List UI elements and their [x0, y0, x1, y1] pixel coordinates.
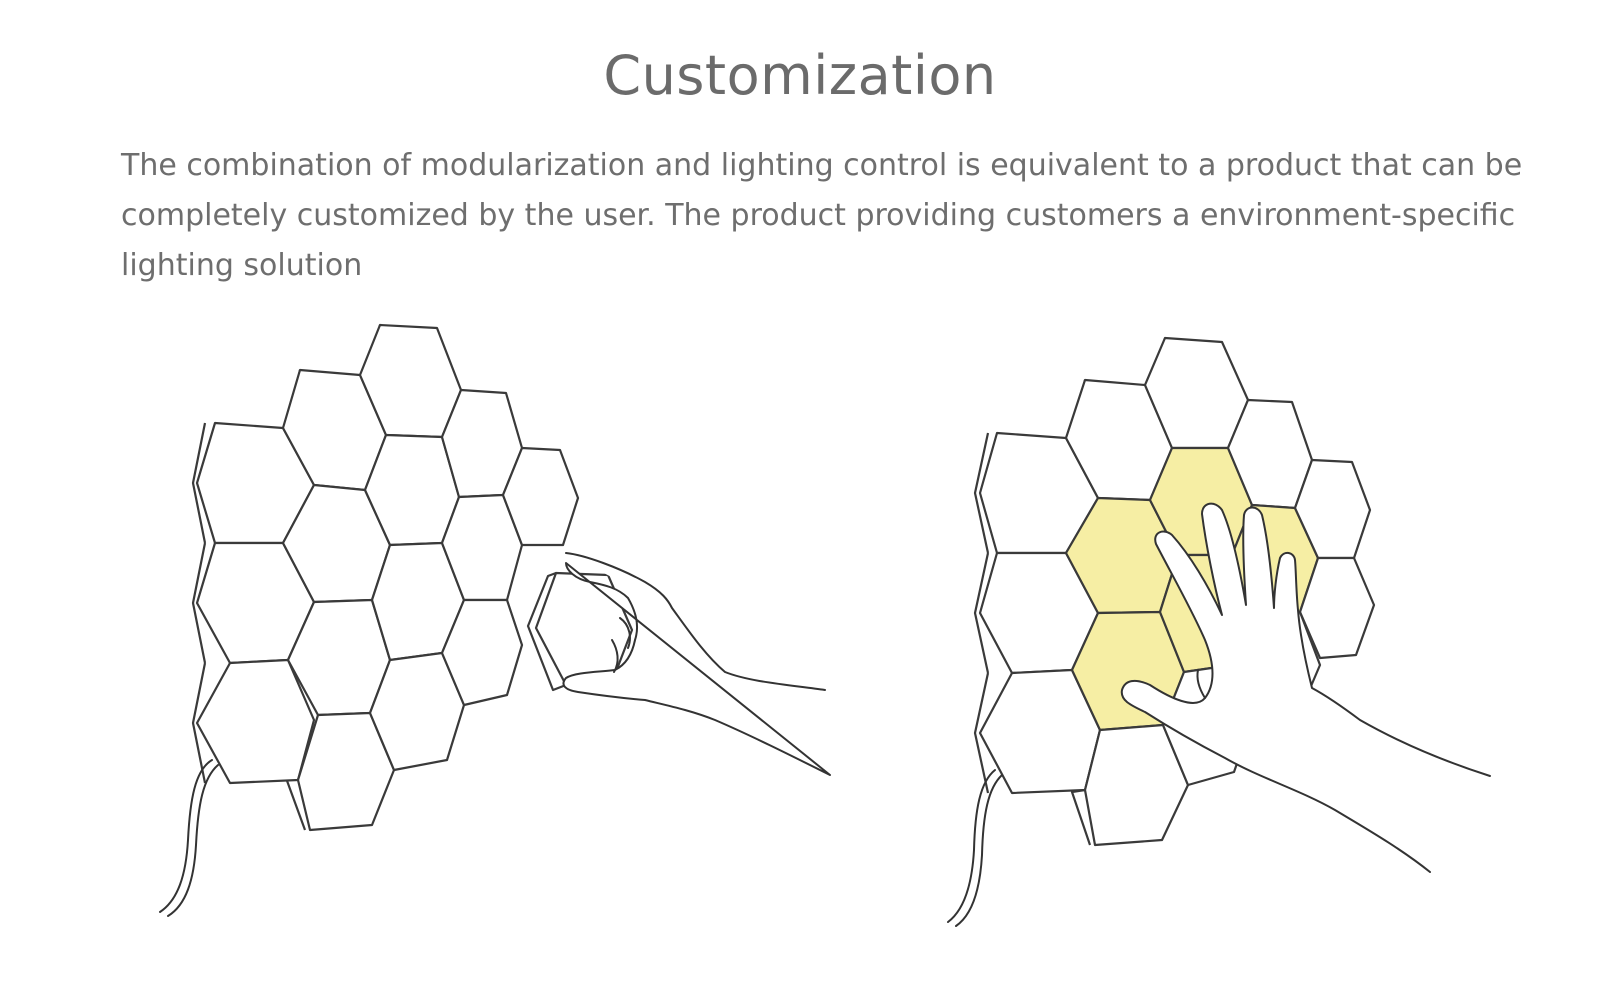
description-text: The combination of modularization and li…: [121, 148, 1523, 283]
hex-panel: [1298, 556, 1376, 660]
power-cable-icon: [159, 759, 213, 913]
hex-wall-touch-illustration-icon: [947, 336, 1491, 927]
hex-panel: [195, 658, 316, 785]
hand-holding-panel-icon: [562, 552, 831, 776]
hex-panel: [440, 598, 524, 707]
hex-panel: [501, 446, 580, 547]
page-title: Customization: [603, 44, 997, 107]
hand-touching-panels-icon: [1120, 502, 1491, 873]
hex-wall-assembly-illustration-icon: [159, 323, 831, 917]
power-cable-icon: [947, 769, 996, 923]
illustrations: [0, 300, 1600, 980]
